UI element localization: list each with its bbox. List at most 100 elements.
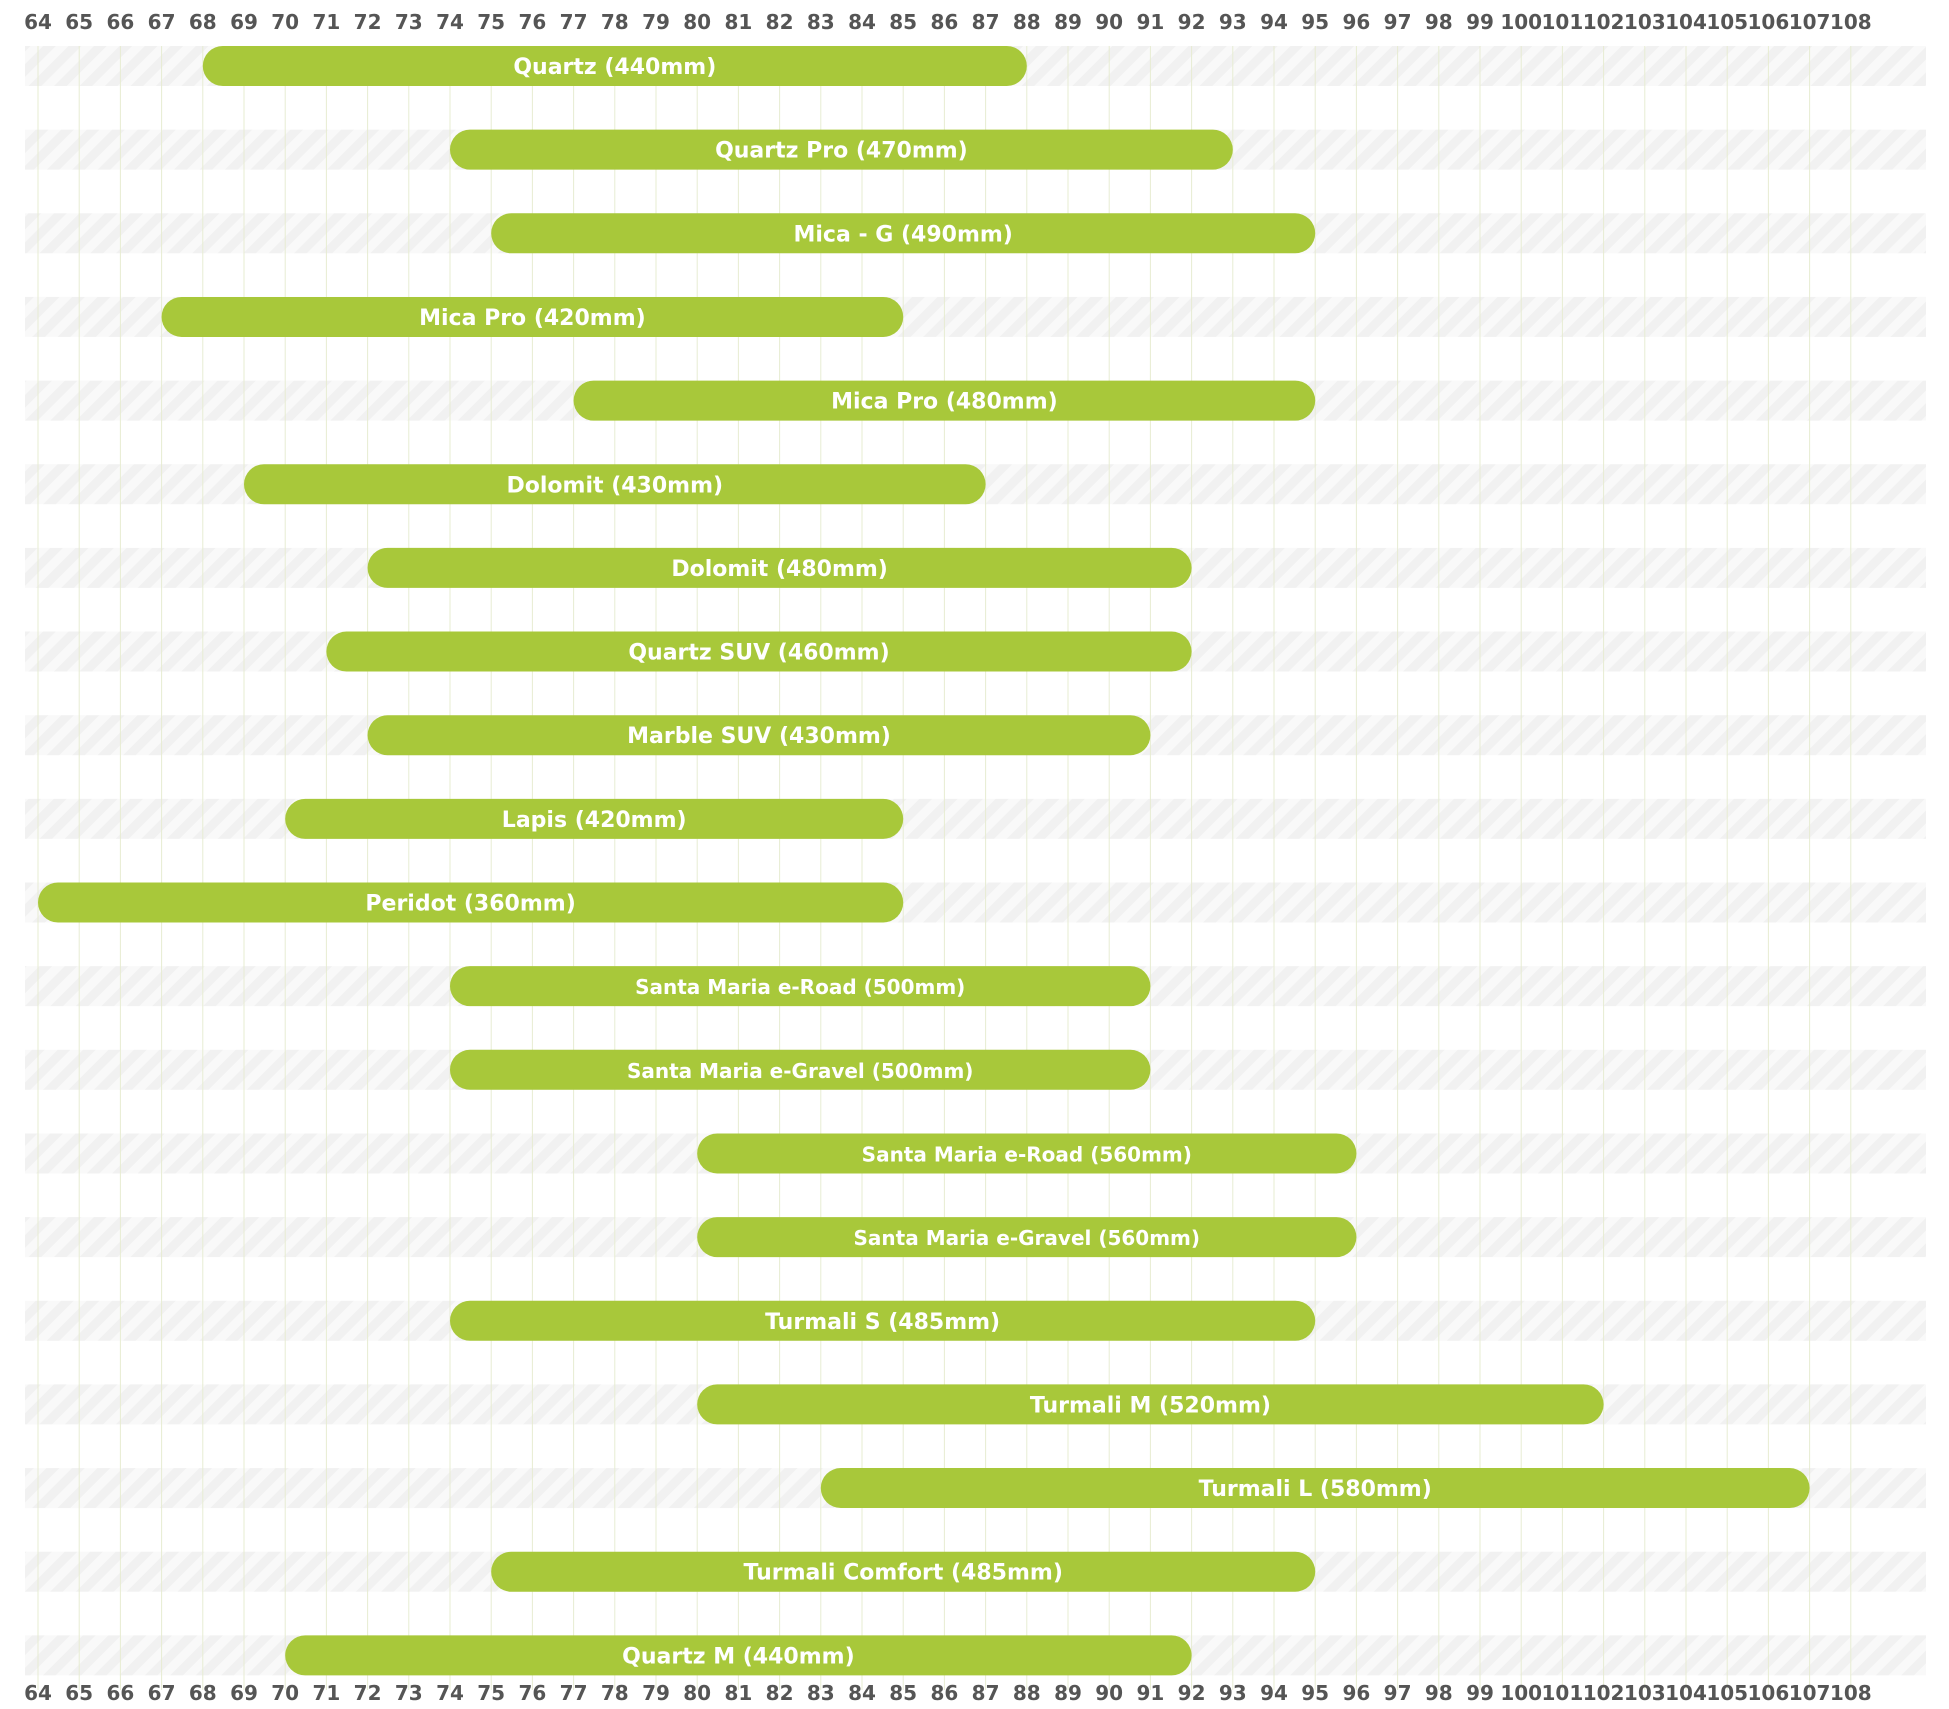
x-tick-label-top: 66 <box>106 10 134 34</box>
x-tick-label-top: 101 <box>1542 10 1584 34</box>
x-tick-label-bottom: 98 <box>1425 1681 1453 1705</box>
x-tick-label-top: 64 <box>24 10 52 34</box>
x-tick-label-bottom: 72 <box>354 1681 382 1705</box>
x-tick-label-bottom: 79 <box>642 1681 670 1705</box>
x-tick-label-top: 88 <box>1013 10 1041 34</box>
grid-lines <box>37 46 1852 1690</box>
range-bar <box>244 464 986 505</box>
range-bar <box>285 1635 1192 1676</box>
bar-label: Quartz M (440mm) <box>622 1644 854 1669</box>
range-bar <box>450 1049 1151 1090</box>
bar-label: Santa Maria e-Road (500mm) <box>635 975 965 999</box>
x-tick-label-bottom: 101 <box>1542 1681 1584 1705</box>
x-tick-label-top: 95 <box>1301 10 1329 34</box>
x-tick-label-bottom: 81 <box>724 1681 752 1705</box>
x-tick-label-top: 79 <box>642 10 670 34</box>
x-tick-label-bottom: 74 <box>436 1681 464 1705</box>
range-bar <box>285 798 904 839</box>
x-tick-label-top: 99 <box>1466 10 1494 34</box>
x-tick-label-top: 84 <box>848 10 876 34</box>
x-tick-label-top: 92 <box>1178 10 1206 34</box>
x-tick-label-bottom: 96 <box>1342 1681 1370 1705</box>
x-tick-label-bottom: 95 <box>1301 1681 1329 1705</box>
x-tick-label-bottom: 86 <box>930 1681 958 1705</box>
bar-label: Lapis (420mm) <box>502 808 687 833</box>
x-tick-label-top: 67 <box>148 10 176 34</box>
bar-label: Turmali Comfort (485mm) <box>744 1561 1063 1586</box>
x-tick-label-bottom: 92 <box>1178 1681 1206 1705</box>
x-tick-label-top: 96 <box>1342 10 1370 34</box>
x-tick-label-bottom: 83 <box>807 1681 835 1705</box>
x-tick-label-top: 65 <box>65 10 93 34</box>
x-tick-label-top: 81 <box>724 10 752 34</box>
x-tick-label-top: 86 <box>930 10 958 34</box>
x-tick-label-top: 103 <box>1624 10 1666 34</box>
x-tick-label-top: 106 <box>1748 10 1790 34</box>
x-tick-label-bottom: 67 <box>148 1681 176 1705</box>
bar-label: Turmali S (485mm) <box>765 1310 1000 1335</box>
x-tick-label-bottom: 76 <box>518 1681 546 1705</box>
range-bar <box>367 715 1151 756</box>
x-tick-label-bottom: 73 <box>395 1681 423 1705</box>
x-tick-label-bottom: 71 <box>312 1681 340 1705</box>
x-tick-label-bottom: 105 <box>1706 1681 1748 1705</box>
x-tick-label-top: 76 <box>518 10 546 34</box>
x-tick-label-bottom: 100 <box>1500 1681 1542 1705</box>
x-tick-label-top: 102 <box>1583 10 1625 34</box>
x-tick-label-top: 70 <box>271 10 299 34</box>
x-tick-label-bottom: 84 <box>848 1681 876 1705</box>
range-bar <box>697 1384 1604 1425</box>
bar-label: Dolomit (430mm) <box>507 473 724 498</box>
x-tick-label-top: 87 <box>972 10 1000 34</box>
x-tick-label-bottom: 93 <box>1219 1681 1247 1705</box>
bar-label: Quartz (440mm) <box>513 55 716 80</box>
x-tick-label-bottom: 107 <box>1789 1681 1831 1705</box>
x-tick-label-top: 72 <box>354 10 382 34</box>
range-bar <box>491 213 1316 254</box>
x-tick-label-bottom: 94 <box>1260 1681 1288 1705</box>
bar-label: Santa Maria e-Gravel (500mm) <box>627 1059 974 1083</box>
bar-label: Turmali L (580mm) <box>1199 1477 1432 1502</box>
x-tick-label-bottom: 78 <box>601 1681 629 1705</box>
bar-label: Mica - G (490mm) <box>794 222 1013 247</box>
x-tick-label-top: 107 <box>1789 10 1831 34</box>
x-tick-label-bottom: 82 <box>766 1681 794 1705</box>
x-tick-label-top: 85 <box>889 10 917 34</box>
bar-label: Marble SUV (430mm) <box>627 724 891 749</box>
x-tick-label-top: 98 <box>1425 10 1453 34</box>
x-tick-label-bottom: 75 <box>477 1681 505 1705</box>
x-tick-label-top: 82 <box>766 10 794 34</box>
x-tick-label-bottom: 99 <box>1466 1681 1494 1705</box>
x-tick-label-top: 89 <box>1054 10 1082 34</box>
x-tick-label-top: 77 <box>560 10 588 34</box>
range-bar <box>38 882 904 923</box>
x-tick-label-top: 104 <box>1665 10 1707 34</box>
range-bar <box>161 296 904 337</box>
range-bar <box>697 1133 1357 1174</box>
x-tick-label-top: 78 <box>601 10 629 34</box>
x-tick-label-bottom: 102 <box>1583 1681 1625 1705</box>
x-tick-label-top: 83 <box>807 10 835 34</box>
range-bar <box>491 1551 1316 1592</box>
x-tick-label-top: 68 <box>189 10 217 34</box>
bars: Quartz (440mm)Quartz Pro (470mm)Mica - G… <box>38 46 1810 1676</box>
range-bar <box>326 631 1192 672</box>
x-tick-label-top: 71 <box>312 10 340 34</box>
bar-label: Peridot (360mm) <box>365 892 575 917</box>
x-tick-label-top: 94 <box>1260 10 1288 34</box>
bar-label: Santa Maria e-Gravel (560mm) <box>854 1226 1201 1250</box>
x-tick-label-top: 75 <box>477 10 505 34</box>
bar-label: Santa Maria e-Road (560mm) <box>862 1142 1192 1166</box>
x-tick-label-top: 93 <box>1219 10 1247 34</box>
range-bar <box>450 129 1233 170</box>
x-tick-label-bottom: 69 <box>230 1681 258 1705</box>
bar-label: Turmali M (520mm) <box>1030 1393 1271 1418</box>
x-tick-label-top: 105 <box>1706 10 1748 34</box>
x-tick-label-top: 74 <box>436 10 464 34</box>
x-tick-label-bottom: 70 <box>271 1681 299 1705</box>
range-bar <box>820 1468 1810 1509</box>
x-tick-label-bottom: 103 <box>1624 1681 1666 1705</box>
